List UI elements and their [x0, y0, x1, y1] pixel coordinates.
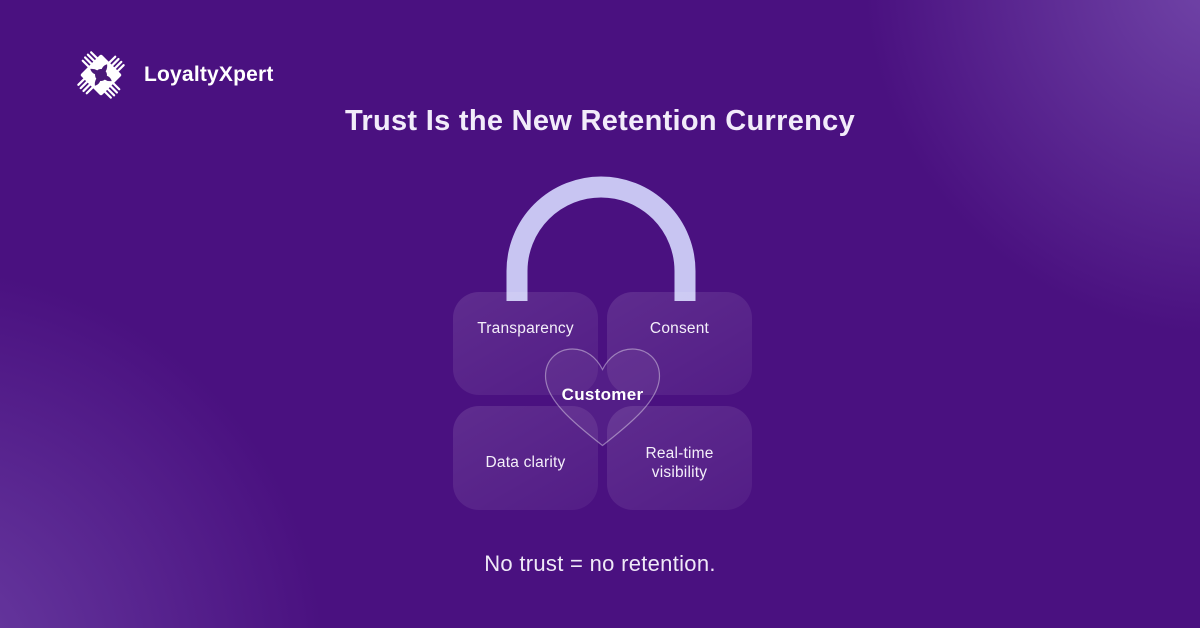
pillar-card-consent: Consent — [607, 292, 752, 395]
pillar-label: Real-time visibility — [645, 444, 714, 481]
pillar-card-realtime-visibility: Real-time visibility — [607, 406, 752, 510]
pillar-label: Transparency — [477, 319, 574, 337]
page-title: Trust Is the New Retention Currency — [344, 105, 856, 137]
padlock-shackle-icon — [506, 176, 696, 301]
brand-header: LoyaltyXpert — [68, 42, 274, 108]
pillar-label: Data clarity — [485, 454, 566, 472]
brand-name: LoyaltyXpert — [144, 63, 274, 86]
loyaltyxpert-logo-icon — [77, 51, 125, 99]
pillar-card-transparency: Transparency — [453, 292, 598, 395]
tagline: No trust = no retention. — [484, 551, 716, 576]
heart-icon — [544, 348, 661, 447]
pillar-card-data-clarity: Data clarity — [453, 406, 598, 510]
pillar-grid: Transparency Consent Data clarity Real-t… — [453, 292, 752, 510]
pillar-label: Consent — [649, 319, 710, 337]
customer-label: Customer — [561, 385, 644, 404]
